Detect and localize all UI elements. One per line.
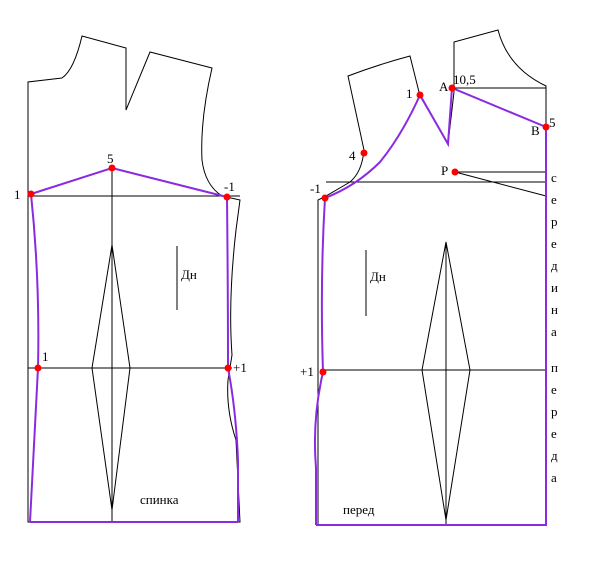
front-label-A: А xyxy=(439,79,449,94)
back-point-minus1 xyxy=(223,193,231,201)
back-caption: спинка xyxy=(140,492,179,507)
cf-letter: д xyxy=(551,258,558,273)
cf-letter: с xyxy=(551,170,557,185)
front-label-plus1: +1 xyxy=(300,364,314,379)
front-label-1: 1 xyxy=(406,86,413,101)
back-label-5: 5 xyxy=(107,151,114,166)
front-modified-hem-center xyxy=(316,127,547,526)
front-modified-side xyxy=(313,197,326,525)
back-point-plus1 xyxy=(224,364,232,372)
front-point-P xyxy=(451,168,459,176)
cf-letter: п xyxy=(551,360,558,375)
front-point-plus1 xyxy=(319,368,327,376)
front-label-dn: Дн xyxy=(370,269,386,284)
front-label-minus1: -1 xyxy=(310,181,321,196)
back-point-1 xyxy=(27,190,35,198)
center-front-label: с е р е д и н а п е р е д а xyxy=(551,170,558,485)
back-label-waist-1: 1 xyxy=(42,349,49,364)
back-piece: 1 5 -1 1 +1 Дн спинка xyxy=(14,35,247,523)
front-modified-armhole xyxy=(324,94,421,199)
cf-letter: е xyxy=(551,382,557,397)
front-modified-shoulder-dart xyxy=(419,86,547,148)
cf-letter: а xyxy=(551,470,557,485)
back-label-dn: Дн xyxy=(181,267,197,282)
cf-letter: е xyxy=(551,192,557,207)
cf-letter: е xyxy=(551,236,557,251)
cf-letter: е xyxy=(551,426,557,441)
cf-letter: н xyxy=(551,302,558,317)
back-label-minus1: -1 xyxy=(224,179,235,194)
cf-letter: и xyxy=(551,280,558,295)
front-point-1 xyxy=(416,91,424,99)
back-dart xyxy=(91,244,131,511)
back-point-5 xyxy=(108,164,116,172)
back-label-plus1: +1 xyxy=(233,360,247,375)
front-point-A xyxy=(448,84,456,92)
front-piece: 1 А 10,5 В 5 4 Р -1 +1 Дн перед с е р е … xyxy=(300,29,558,526)
front-label-10-5: 10,5 xyxy=(453,72,476,87)
cf-letter: д xyxy=(551,448,558,463)
front-point-B xyxy=(542,123,550,131)
cf-letter: р xyxy=(551,404,558,419)
front-outline xyxy=(317,29,547,526)
back-modified-neck-shoulder xyxy=(30,166,228,198)
back-point-waist-1 xyxy=(34,364,42,372)
front-dart xyxy=(421,241,471,521)
front-label-5: 5 xyxy=(549,115,556,130)
front-caption: перед xyxy=(343,502,375,517)
cf-letter: а xyxy=(551,324,557,339)
front-label-P: Р xyxy=(441,163,448,178)
back-modified-side-right xyxy=(226,196,239,522)
back-label-1: 1 xyxy=(14,187,21,202)
front-label-4: 4 xyxy=(349,148,356,163)
front-label-B: В xyxy=(531,123,540,138)
cf-letter: р xyxy=(551,214,558,229)
back-outline xyxy=(27,35,241,523)
back-modified-side-left xyxy=(29,193,40,523)
front-point-minus1 xyxy=(321,194,329,202)
front-point-4 xyxy=(360,149,368,157)
front-p-diagonal xyxy=(454,171,547,197)
